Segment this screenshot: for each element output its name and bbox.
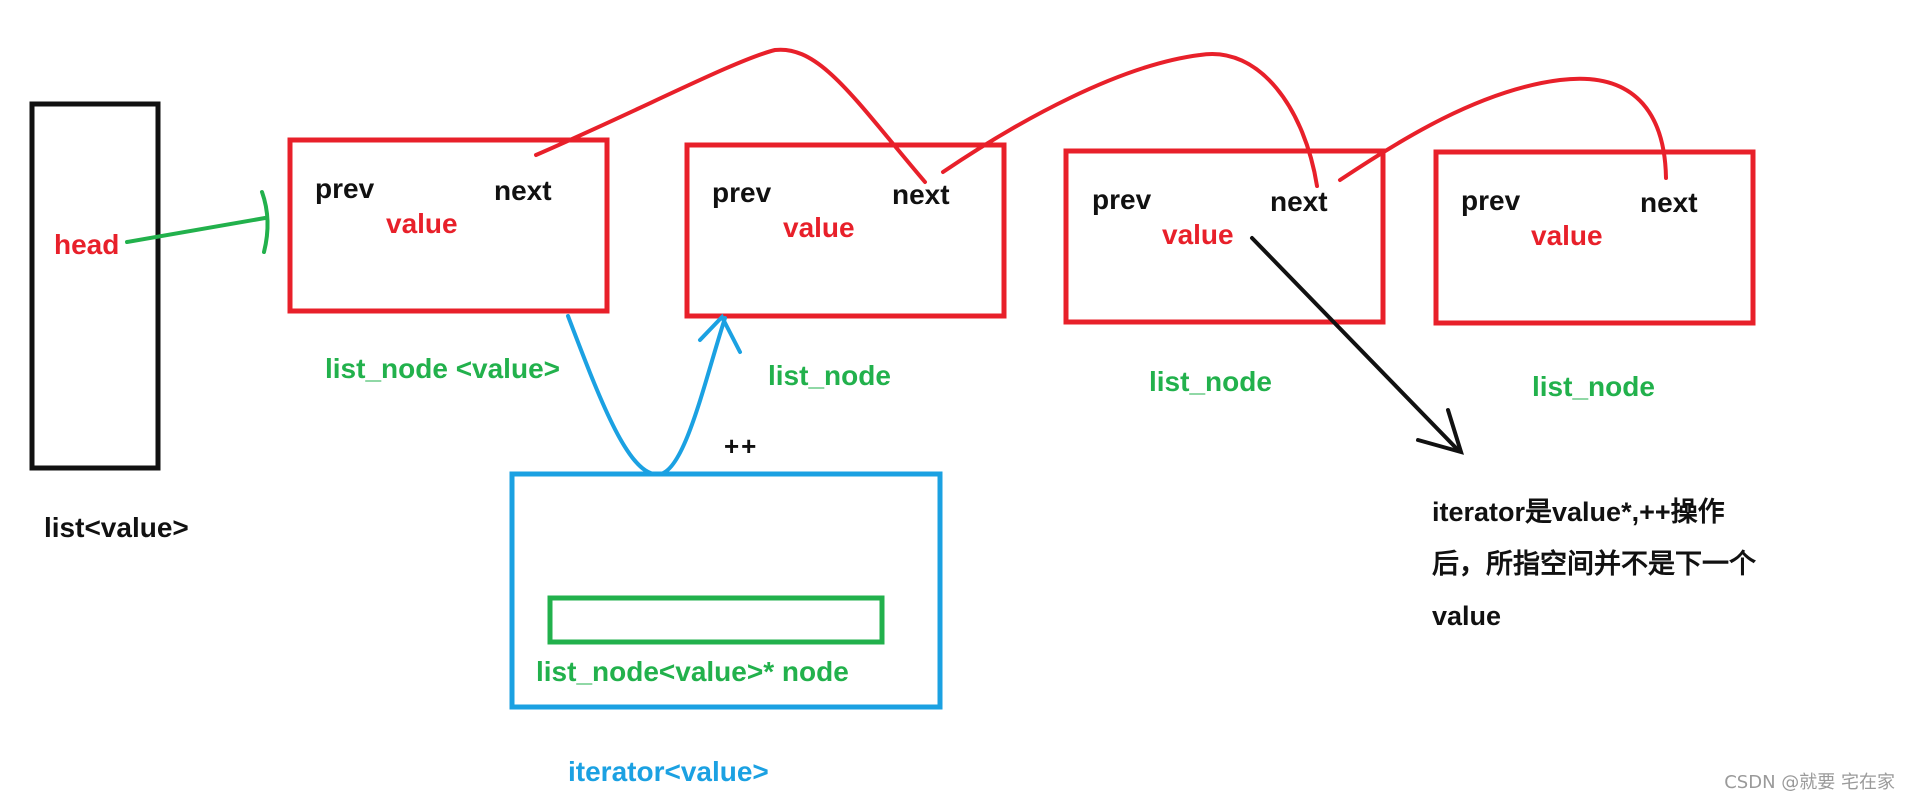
node-2-next: next xyxy=(892,179,950,210)
increment-label: ++ xyxy=(724,431,759,461)
increment-arrow xyxy=(566,313,742,477)
node-4-prev: prev xyxy=(1461,185,1521,216)
node-2-prev: prev xyxy=(712,177,772,208)
node-box-2 xyxy=(684,142,1007,319)
head-pointer-arrow xyxy=(125,190,270,254)
list-caption: list<value> xyxy=(44,512,189,543)
node-3-prev: prev xyxy=(1092,184,1152,215)
node-4-next: next xyxy=(1640,187,1698,218)
node-1-prev: prev xyxy=(315,173,375,204)
head-label: head xyxy=(54,229,120,260)
node-1-caption: list_node <value> xyxy=(325,353,560,384)
node-2-caption: list_node xyxy=(768,360,891,391)
node-pointer-field xyxy=(547,595,885,645)
explanation-note: iterator是value*,++操作后，所指空间并不是下一个value xyxy=(1432,497,1756,631)
node-box-1 xyxy=(287,137,610,314)
value-pointer-arrow xyxy=(1250,236,1464,455)
node-2-value: value xyxy=(783,212,855,243)
iterator-member-label: list_node<value>* node xyxy=(536,656,849,687)
watermark: CSDN @就要 宅在家 xyxy=(1724,772,1895,793)
node-3-value: value xyxy=(1162,219,1234,250)
node-1-value: value xyxy=(386,208,458,239)
list-box xyxy=(29,101,161,471)
node-1-next: next xyxy=(494,175,552,206)
iterator-caption: iterator<value> xyxy=(568,756,769,787)
node-box-3 xyxy=(1063,148,1386,325)
node-3-next: next xyxy=(1270,186,1328,217)
node-3-caption: list_node xyxy=(1149,366,1272,397)
node-4-value: value xyxy=(1531,220,1603,251)
iterator-box xyxy=(509,471,943,710)
node-box-4 xyxy=(1433,149,1756,326)
node-4-caption: list_node xyxy=(1532,371,1655,402)
next-link-arcs xyxy=(534,47,1668,188)
